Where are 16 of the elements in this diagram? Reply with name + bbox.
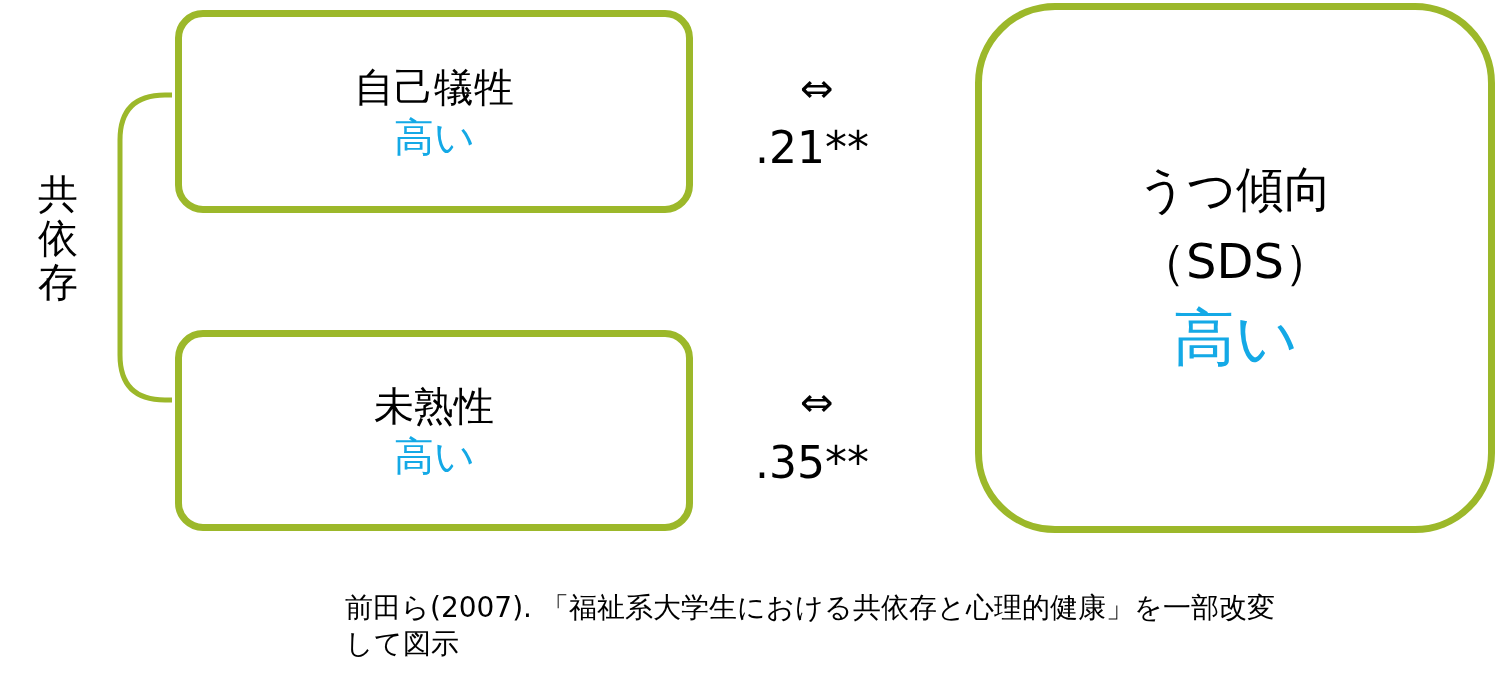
box-title: うつ傾向 xyxy=(1138,160,1332,220)
equivalence-symbol: ⇔ xyxy=(800,64,834,113)
level-text: 高い xyxy=(1172,300,1298,377)
level-text: 高い xyxy=(393,112,475,162)
level-text: 高い xyxy=(393,431,475,481)
box-title: （SDS） xyxy=(1138,232,1332,292)
rounded-box xyxy=(175,10,693,213)
rounded-box xyxy=(975,3,1495,533)
equivalence-symbol: ⇔ xyxy=(800,378,834,427)
caption: 前田ら(2007). 「福祉系大学生における共依存と心理的健康」を一部改変して図示 xyxy=(345,590,1276,663)
box-title: 未熟性 xyxy=(374,381,494,431)
correlation-value: .21** xyxy=(755,121,869,175)
correlation-value: .35** xyxy=(755,436,869,490)
rounded-box xyxy=(175,330,693,531)
group-label: 共依存 xyxy=(38,172,78,304)
box-title: 自己犠牲 xyxy=(354,62,514,112)
